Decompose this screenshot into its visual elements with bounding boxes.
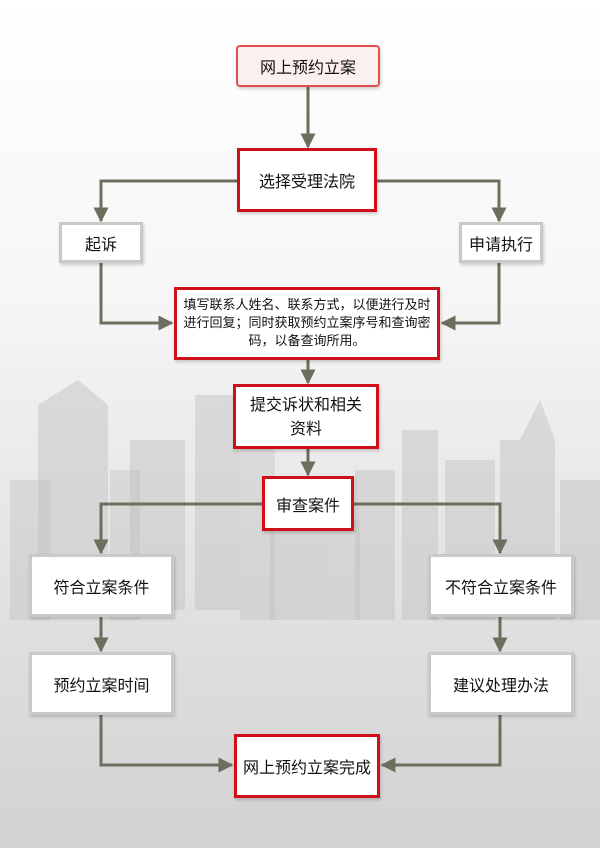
node-suggest-handling: 建议处理办法 — [428, 652, 574, 715]
node-apply-execution: 申请执行 — [459, 222, 543, 263]
node-sue: 起诉 — [59, 222, 143, 263]
arrow-court-to-sue — [93, 179, 237, 223]
node-online-case-filing: 网上预约立案 — [236, 45, 380, 87]
arrow-time-to-complete — [99, 715, 234, 773]
node-appointment-time: 预约立案时间 — [29, 652, 174, 715]
arrow-execution-to-fill — [440, 263, 501, 331]
arrow-court-to-execution — [377, 179, 507, 223]
arrow-review-to-notmeets — [354, 502, 508, 555]
node-fill-contact-info: 填写联系人姓名、联系方式，以便进行及时进行回复；同时获取预约立案序号和查询密码，… — [174, 287, 440, 360]
node-submit-documents: 提交诉状和相关资料 — [233, 384, 379, 449]
node-choose-court: 选择受理法院 — [237, 148, 377, 212]
node-not-meets-conditions: 不符合立案条件 — [428, 554, 574, 617]
arrow-sue-to-fill — [99, 263, 174, 331]
node-filing-complete: 网上预约立案完成 — [234, 734, 380, 798]
arrow-review-to-meets — [93, 502, 262, 555]
node-review-case: 审查案件 — [262, 476, 354, 531]
arrow-suggest-to-complete — [380, 715, 502, 773]
node-meets-conditions: 符合立案条件 — [29, 554, 174, 617]
